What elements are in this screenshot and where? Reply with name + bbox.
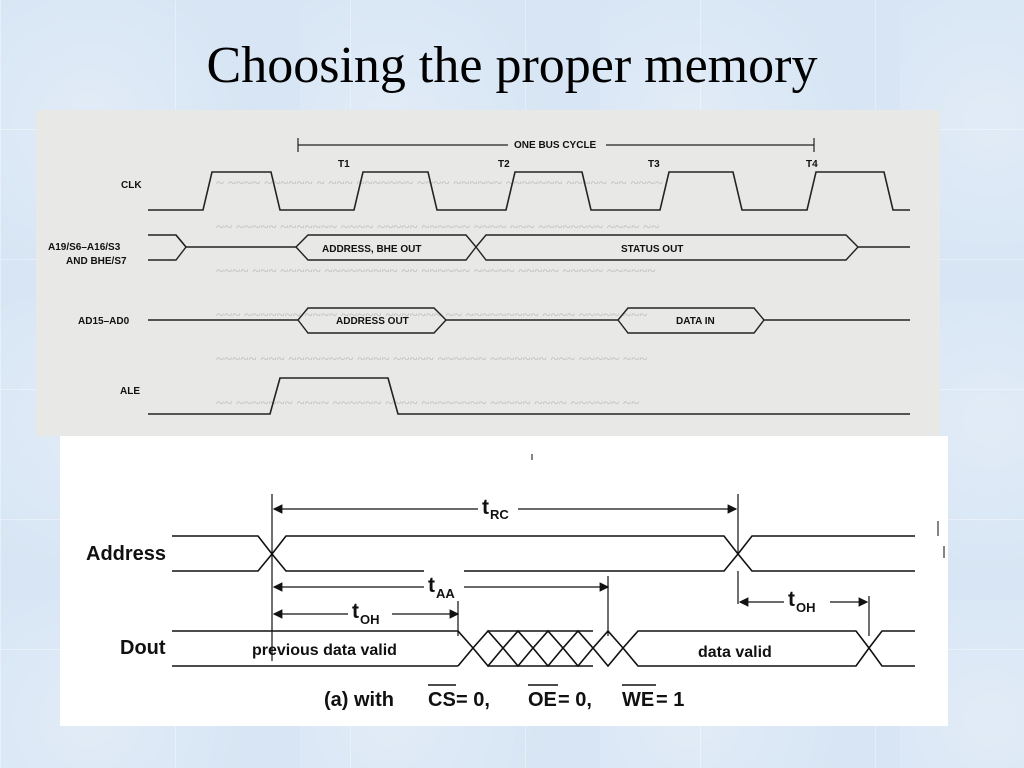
previous-data-valid-label: previous data valid [252, 642, 397, 659]
address-bhe-out-label: ADDRESS, BHE OUT [322, 244, 421, 255]
svg-text:~ ~~~~ ~~~~~~ ~ ~~~ ~~~~~~~ ~~: ~ ~~~~ ~~~~~~ ~ ~~~ ~~~~~~~ ~~~~ ~~~~~~ … [216, 176, 663, 192]
svg-text:~~~~~ ~~~ ~~~~~~~~ ~~~~ ~~~~~: ~~~~~ ~~~ ~~~~~~~~ ~~~~ ~~~~~ ~~~~~~ ~~~… [216, 352, 647, 368]
caption-cs: CS [428, 689, 456, 711]
timing-guides [271, 494, 870, 661]
ad-bus [148, 307, 910, 334]
state-t2-label: T2 [498, 159, 510, 170]
bhe-label: AND BHE/S7 [66, 256, 127, 267]
toh2-sub: OH [796, 600, 816, 615]
scan-bleed-text: ~ ~~~~ ~~~~~~ ~ ~~~ ~~~~~~~ ~~~~ ~~~~~~ … [216, 176, 663, 412]
svg-text:~~~~ ~~~ ~~~~~ ~~~~~~~~~ ~~ ~~: ~~~~ ~~~ ~~~~~ ~~~~~~~~~ ~~ ~~~~~~ ~~~~~… [216, 264, 656, 280]
taa-t: t [428, 574, 435, 597]
bus-cycle-diagram: ~ ~~~~ ~~~~~~ ~ ~~~ ~~~~~~~ ~~~~ ~~~~~~ … [36, 110, 940, 436]
taa-interval: t AA [272, 570, 610, 636]
state-t4-label: T4 [806, 159, 818, 170]
one-bus-cycle-marker: ONE BUS CYCLE [297, 137, 815, 152]
caption-we-value: = 1 [656, 689, 684, 711]
addr-status-bus [148, 234, 910, 261]
toh-interval-1: t OH [272, 596, 460, 636]
state-t1-label: T1 [338, 159, 350, 170]
data-in-label: DATA IN [676, 316, 715, 327]
address-out-label: ADDRESS OUT [336, 316, 409, 327]
page-title: Choosing the proper memory [206, 37, 818, 94]
dout-waveform [172, 629, 915, 668]
state-t3-label: T3 [648, 159, 660, 170]
caption-prefix: (a) with [324, 689, 394, 711]
svg-text:~~~ ~~~~~~~ ~~~~ ~~~~~ ~~~~~~~: ~~~ ~~~~~~~ ~~~~ ~~~~~ ~~~~~~~ ~~ ~~~~~~… [216, 308, 647, 324]
svg-text:~~ ~~~~~~~ ~~~~ ~~~~~~ ~~~~ ~~: ~~ ~~~~~~~ ~~~~ ~~~~~~ ~~~~ ~~~~~~~~ ~~~… [216, 396, 639, 412]
ale-label: ALE [120, 386, 140, 397]
clk-label: CLK [121, 180, 142, 191]
toh1-t: t [352, 600, 359, 623]
toh2-t: t [788, 588, 795, 611]
trc-t: t [482, 496, 489, 519]
clk-waveform [148, 171, 910, 211]
trc-sub: RC [490, 507, 509, 522]
address-bus-waveform [172, 535, 915, 572]
caption-cs-value: = 0, [456, 689, 490, 711]
status-out-label: STATUS OUT [621, 244, 683, 255]
read-cycle-diagram: t RC Address t AA t OH [60, 436, 948, 726]
read-cycle-svg: t RC Address t AA t OH [86, 454, 945, 711]
toh-interval-2: t OH [738, 584, 869, 615]
address-label: Address [86, 543, 166, 565]
data-valid-label: data valid [698, 644, 772, 661]
caption-oe: OE [528, 689, 557, 711]
caption: (a) with CS = 0, OE = 0, WE = 1 [324, 684, 684, 711]
ale-waveform [148, 377, 910, 415]
caption-oe-value: = 0, [558, 689, 592, 711]
caption-we: WE [622, 689, 654, 711]
trc-interval: t RC [272, 492, 738, 522]
taa-sub: AA [436, 586, 455, 601]
addr-status-label: A19/S6–A16/S3 [48, 242, 121, 253]
toh1-sub: OH [360, 612, 380, 627]
dout-label: Dout [120, 637, 166, 659]
bus-cycle-svg: ~ ~~~~ ~~~~~~ ~ ~~~ ~~~~~~~ ~~~~ ~~~~~~ … [48, 137, 910, 415]
svg-text:~~ ~~~~~ ~~~~~~~ ~~~~ ~~~~~ ~~: ~~ ~~~~~ ~~~~~~~ ~~~~ ~~~~~ ~~~~~~ ~~~~ … [216, 220, 659, 236]
one-bus-cycle-label: ONE BUS CYCLE [514, 140, 597, 151]
ad-bus-label: AD15–AD0 [78, 316, 130, 327]
